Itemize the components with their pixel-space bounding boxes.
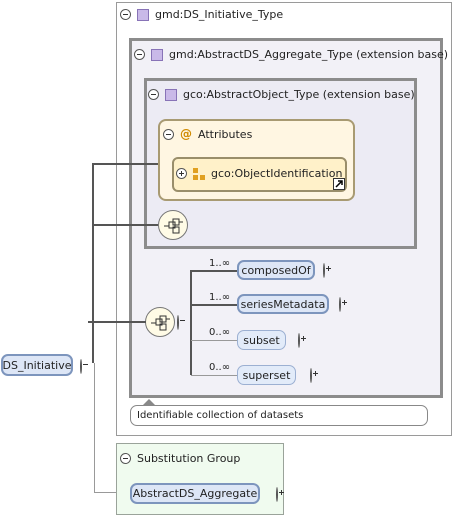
cardinality-seriesmetadata: 1..∞	[209, 292, 231, 303]
root-element-label: DS_Initiative	[2, 358, 72, 372]
connector-line	[94, 492, 130, 493]
expand-icon[interactable]	[323, 263, 325, 278]
connector-line	[94, 363, 95, 493]
aggregate-type-header: gmd:AbstractDS_Aggregate_Type (extension…	[134, 48, 448, 61]
complex-type-icon	[137, 8, 149, 21]
element-composedof[interactable]: composedOf	[237, 260, 315, 280]
cardinality-composedof: 1..∞	[209, 258, 231, 269]
object-identification-header: gco:ObjectIdentification	[176, 167, 342, 180]
element-subset-label: subset	[243, 333, 280, 347]
object-type-label: gco:AbstractObject_Type (extension base)	[183, 88, 415, 101]
collapse-icon[interactable]	[120, 9, 131, 20]
attributes-label: Attributes	[198, 127, 253, 141]
connector-line	[92, 224, 158, 226]
connector-line	[92, 163, 94, 363]
substitution-group-header: Substitution Group	[120, 452, 240, 465]
reference-arrow-icon[interactable]	[333, 178, 345, 190]
element-superset-label: superset	[242, 368, 291, 382]
sequence-branch-line	[191, 340, 237, 341]
collapse-icon[interactable]	[163, 128, 174, 140]
documentation-text: Identifiable collection of datasets	[137, 410, 304, 421]
connector-line	[88, 321, 146, 323]
connector-line	[92, 163, 158, 165]
substitution-group-label: Substitution Group	[137, 452, 241, 465]
collapse-icon[interactable]	[134, 49, 145, 60]
documentation-box: Identifiable collection of datasets	[130, 405, 428, 426]
attribute-group-icon	[193, 167, 205, 180]
object-type-header: gco:AbstractObject_Type (extension base)	[148, 88, 415, 101]
sequence-branch-line	[190, 304, 237, 306]
outer-type-label: gmd:DS_Initiative_Type	[155, 8, 284, 21]
complex-type-icon	[165, 88, 177, 101]
collapse-icon[interactable]	[120, 453, 131, 464]
element-seriesmetadata[interactable]: seriesMetadata	[237, 294, 329, 314]
documentation-pointer	[143, 399, 155, 405]
complex-type-icon	[151, 48, 163, 61]
object-identification-label: gco:ObjectIdentification	[211, 167, 343, 180]
attributes-header: @ Attributes	[163, 127, 252, 141]
element-seriesmetadata-label: seriesMetadata	[240, 297, 326, 311]
outer-type-header: gmd:DS_Initiative_Type	[120, 8, 283, 21]
root-collapse-icon[interactable]	[80, 359, 82, 374]
cardinality-subset: 0..∞	[209, 327, 231, 338]
element-subset[interactable]: subset	[237, 330, 286, 350]
expand-icon[interactable]	[276, 487, 278, 502]
sequence-branch-line	[190, 270, 192, 375]
root-element-ds-initiative[interactable]: DS_Initiative	[1, 354, 73, 376]
element-composedof-label: composedOf	[241, 263, 311, 277]
aggregate-type-label: gmd:AbstractDS_Aggregate_Type (extension…	[169, 48, 449, 61]
cardinality-superset: 0..∞	[209, 362, 231, 373]
expand-icon[interactable]	[310, 368, 312, 383]
element-abstractds-aggregate[interactable]: AbstractDS_Aggregate	[130, 483, 260, 504]
main-sequence-node-icon[interactable]	[145, 307, 175, 337]
collapse-icon[interactable]	[148, 89, 159, 100]
sequence-branch-line	[191, 375, 237, 376]
element-superset[interactable]: superset	[237, 365, 296, 385]
sequence-node-icon[interactable]	[158, 210, 188, 240]
sequence-branch-line	[190, 270, 237, 272]
expand-icon[interactable]	[298, 333, 300, 348]
attribute-at-icon: @	[180, 127, 192, 141]
sequence-collapse-icon[interactable]	[177, 315, 179, 330]
element-abstractds-aggregate-label: AbstractDS_Aggregate	[132, 487, 258, 500]
expand-icon[interactable]	[339, 297, 341, 312]
expand-icon[interactable]	[176, 168, 187, 179]
